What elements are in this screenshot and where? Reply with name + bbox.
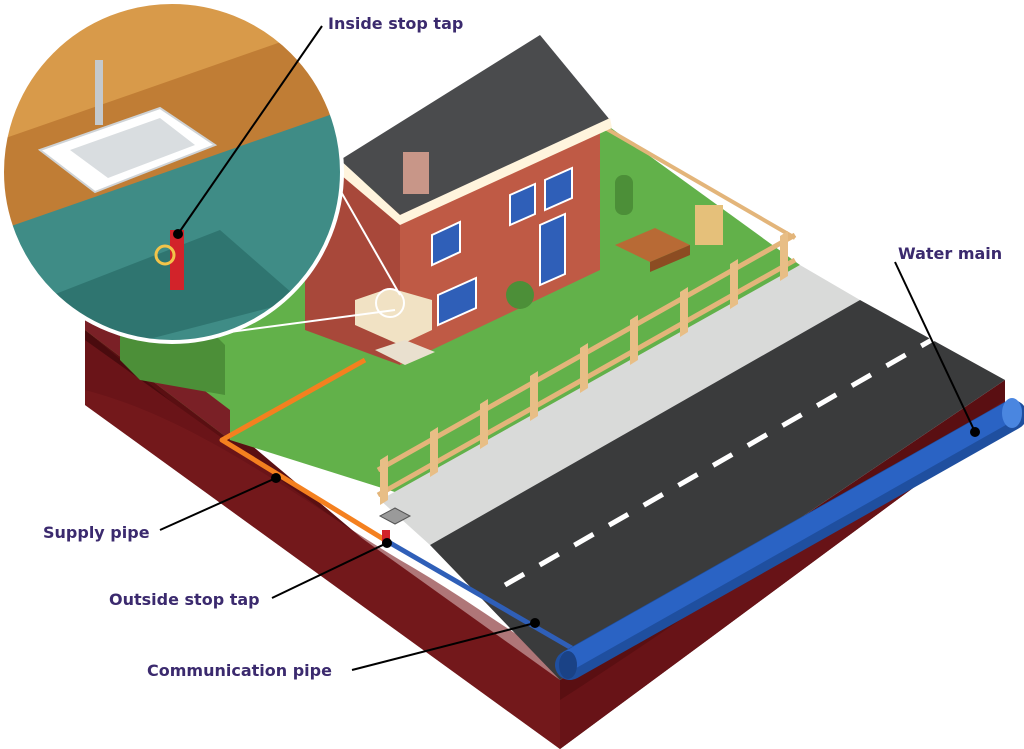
outside-stop-tap-label: Outside stop tap	[109, 590, 260, 609]
communication-pipe	[383, 537, 577, 653]
water-main-label: Water main	[898, 244, 1003, 263]
fence-pickets	[380, 231, 788, 505]
water-main	[555, 398, 1024, 680]
road	[430, 300, 1005, 680]
pavement	[380, 265, 860, 545]
communication-pipe-label: Communication pipe	[147, 661, 332, 680]
inside-stop-tap-zoom	[0, 0, 405, 344]
supply-pipe	[219, 357, 387, 543]
road-markings	[503, 335, 937, 588]
outside-stop-tap	[378, 507, 412, 544]
leader-lines	[159, 25, 980, 671]
garden-furniture	[506, 175, 723, 309]
supply-pipe-label: Supply pipe	[43, 523, 150, 542]
inside-stop-tap-label: Inside stop tap	[328, 14, 464, 33]
